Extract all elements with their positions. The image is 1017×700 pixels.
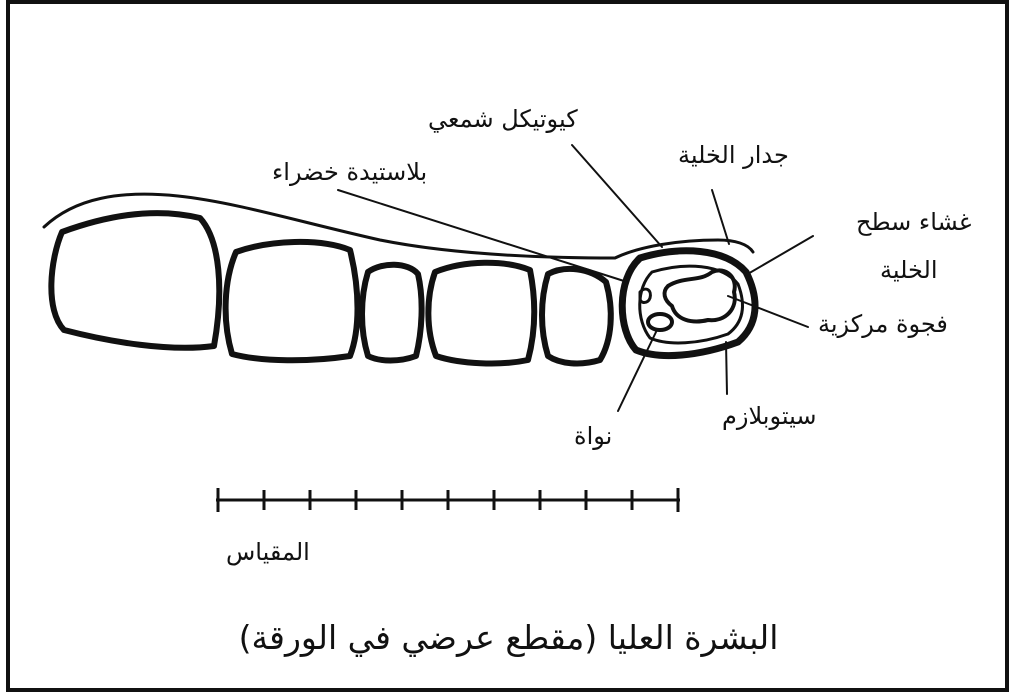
label-cytoplasm: سيتوبلازم <box>722 404 816 428</box>
diagram-caption: البشرة العليا (مقطع عرضي في الورقة) <box>0 618 1017 657</box>
nucleus-shape <box>648 314 672 330</box>
leader-cell-wall <box>712 190 729 244</box>
leader-cuticle <box>572 145 662 247</box>
leader-cell-membrane <box>746 236 813 275</box>
label-cell-membrane-line1: غشاء سطح <box>856 210 971 234</box>
scale-bar <box>216 488 680 512</box>
epidermal-cell-1 <box>51 213 219 348</box>
label-nucleus: نواة <box>574 424 612 448</box>
leader-cytoplasm <box>726 342 727 394</box>
label-chloroplast: بلاستيدة خضراء <box>272 160 427 184</box>
central-vacuole <box>665 270 735 321</box>
epidermal-cell-2 <box>226 242 358 360</box>
label-cell-membrane-line2: الخلية <box>880 258 938 282</box>
leader-nucleus <box>618 332 656 411</box>
scale-label: المقياس <box>226 540 310 564</box>
label-waxy-cuticle: كيوتيكل شمعي <box>428 107 578 131</box>
epidermal-cell-4 <box>428 263 534 364</box>
waxy-cuticle <box>44 194 753 258</box>
epidermal-cell-5 <box>542 269 611 364</box>
epidermal-cell-3 <box>362 265 422 361</box>
label-cell-wall: جدار الخلية <box>678 143 789 167</box>
label-central-vacuole: فجوة مركزية <box>818 312 948 336</box>
